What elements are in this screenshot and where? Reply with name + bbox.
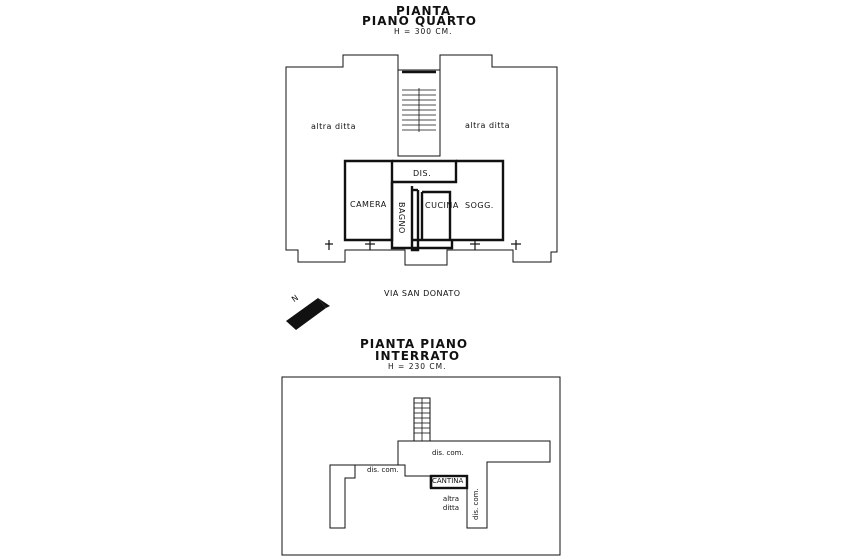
other-owner-right-label: altra ditta — [465, 121, 510, 130]
lower-lot-outline — [281, 376, 561, 556]
upper-height-note: H = 300 CM. — [394, 27, 453, 36]
upper-stair-treads — [402, 70, 436, 132]
other-owner-left-label: altra ditta — [311, 122, 356, 131]
street-label: VIA SAN DONATO — [384, 289, 461, 298]
lower-label-cantina: CANTINA — [432, 477, 464, 485]
room-label-bagno: BAGNO — [397, 202, 406, 234]
lower-label-dis-com-left: dis. com. — [367, 466, 399, 474]
lower-label-dis-com-right: dis. com. — [472, 488, 480, 520]
room-label-cucina: CUCINA — [425, 201, 459, 210]
lower-title-line2: INTERRATO — [375, 349, 461, 363]
north-arrow-icon — [286, 298, 330, 330]
upper-title-line2: PIANO QUARTO — [362, 14, 477, 28]
upper-window-marks — [325, 240, 521, 250]
lower-height-note: H = 230 CM. — [388, 362, 447, 371]
upper-title-line1: PIANTA — [396, 4, 452, 18]
lower-label-dis-com-top: dis. com. — [432, 449, 464, 457]
lower-stair-treads — [414, 398, 430, 441]
room-label-dis: DIS. — [413, 169, 432, 178]
room-label-camera: CAMERA — [350, 200, 387, 209]
lower-title-line1: PIANTA PIANO — [360, 337, 469, 351]
upper-stair-block — [397, 69, 441, 157]
lower-corridor-outline — [329, 440, 551, 529]
room-label-sogg: SOGG. — [465, 201, 494, 210]
apartment-walls — [343, 159, 505, 252]
lower-label-altra-ditta: altra ditta — [442, 495, 460, 512]
